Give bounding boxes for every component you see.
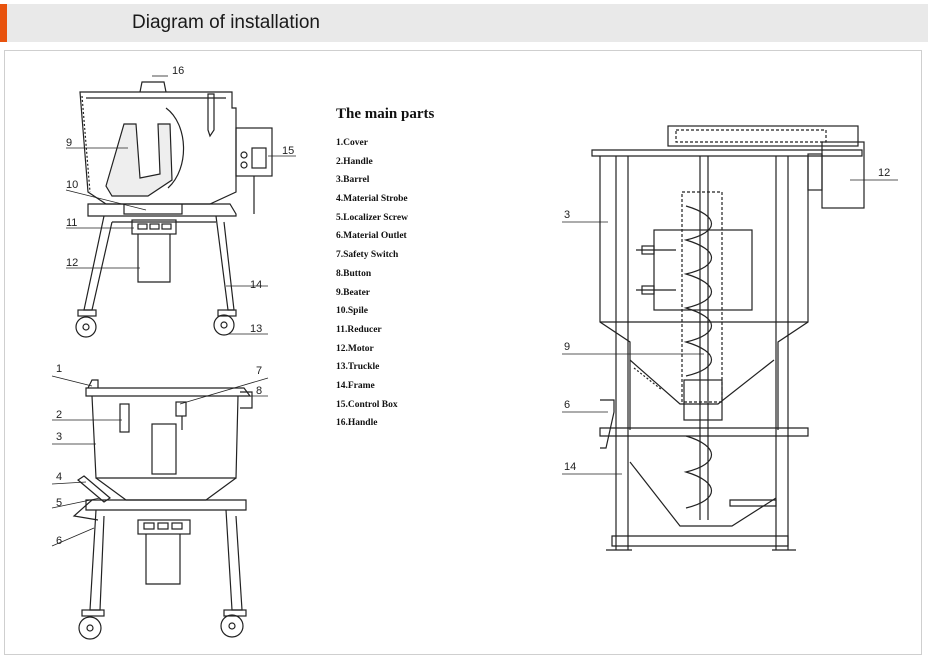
part-item: 4.Material Strobe: [336, 194, 408, 205]
callout-4: 4: [56, 471, 62, 483]
callout-9-right: 9: [564, 341, 570, 353]
callout-1: 1: [56, 363, 62, 375]
callout-3: 3: [56, 431, 62, 443]
callout-6: 6: [56, 535, 62, 547]
parts-list-title: The main parts: [336, 106, 435, 122]
callout-13: 13: [250, 323, 262, 335]
part-item: 9.Beater: [336, 287, 371, 298]
callout-3-right: 3: [564, 209, 570, 221]
section-header: Diagram of installation: [0, 4, 928, 42]
callout-12-right: 12: [878, 167, 890, 179]
parts-items: 1.Cover 2.Handle 3.Barrel 4.Material Str…: [336, 134, 434, 433]
mixer-side-view: [72, 379, 253, 640]
diagram-frame: [4, 50, 922, 655]
callout-6-right: 6: [564, 399, 570, 411]
callout-5: 5: [56, 497, 62, 509]
callout-15: 15: [282, 145, 294, 157]
section-title: Diagram of installation: [132, 12, 320, 33]
part-item: 7.Safety Switch: [336, 250, 399, 261]
part-item: 10.Spile: [336, 306, 368, 317]
part-item: 15.Control Box: [336, 399, 398, 410]
callout-14-right: 14: [564, 461, 576, 473]
part-item: 3.Barrel: [336, 175, 370, 186]
callout-10: 10: [66, 179, 78, 191]
part-item: 5.Localizer Screw: [336, 212, 408, 223]
part-item: 12.Motor: [336, 343, 374, 354]
callout-2: 2: [56, 409, 62, 421]
part-item: 11.Reducer: [336, 324, 382, 335]
header-accent-bar: [0, 4, 7, 42]
part-item: 13.Truckle: [336, 362, 380, 373]
callout-14: 14: [250, 279, 262, 291]
callout-12: 12: [66, 257, 78, 269]
part-item: 16.Handle: [336, 418, 378, 429]
mixer-front-view: [75, 81, 273, 338]
mixer-cross-section: [591, 125, 865, 551]
callout-8: 8: [256, 385, 262, 397]
callout-9: 9: [66, 137, 72, 149]
part-item: 1.Cover: [336, 138, 368, 148]
main-parts-list: The main parts 1.Cover 2.Handle 3.Barrel…: [336, 106, 434, 433]
callout-11: 11: [66, 217, 77, 229]
part-item: 8.Button: [336, 268, 372, 279]
part-item: 6.Material Outlet: [336, 231, 407, 242]
callout-16: 16: [172, 65, 184, 77]
callout-7: 7: [256, 365, 262, 377]
part-item: 14.Frame: [336, 380, 375, 391]
part-item: 2.Handle: [336, 156, 373, 167]
